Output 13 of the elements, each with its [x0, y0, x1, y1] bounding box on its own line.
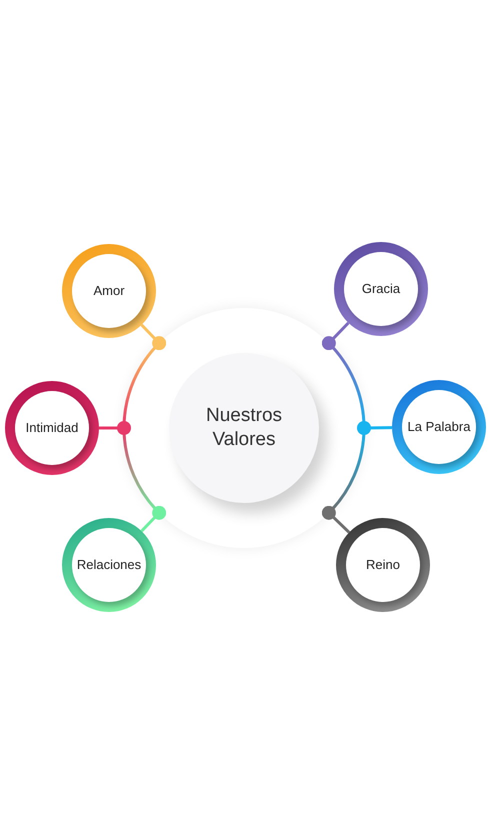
value-label: Gracia	[362, 280, 400, 298]
connector-line	[357, 421, 392, 435]
value-label: La Palabra	[408, 418, 470, 436]
value-label: Amor	[93, 282, 125, 300]
connector-line	[322, 322, 350, 350]
hub-title: Nuestros Valores	[204, 404, 284, 452]
connector-line	[99, 421, 131, 435]
connector-line	[140, 506, 166, 532]
value-label: Intimidad	[26, 419, 78, 438]
value-label: Relaciones	[76, 556, 142, 574]
connector-line	[140, 324, 166, 350]
value-label: Reino	[366, 556, 400, 574]
connector-line	[322, 506, 350, 534]
